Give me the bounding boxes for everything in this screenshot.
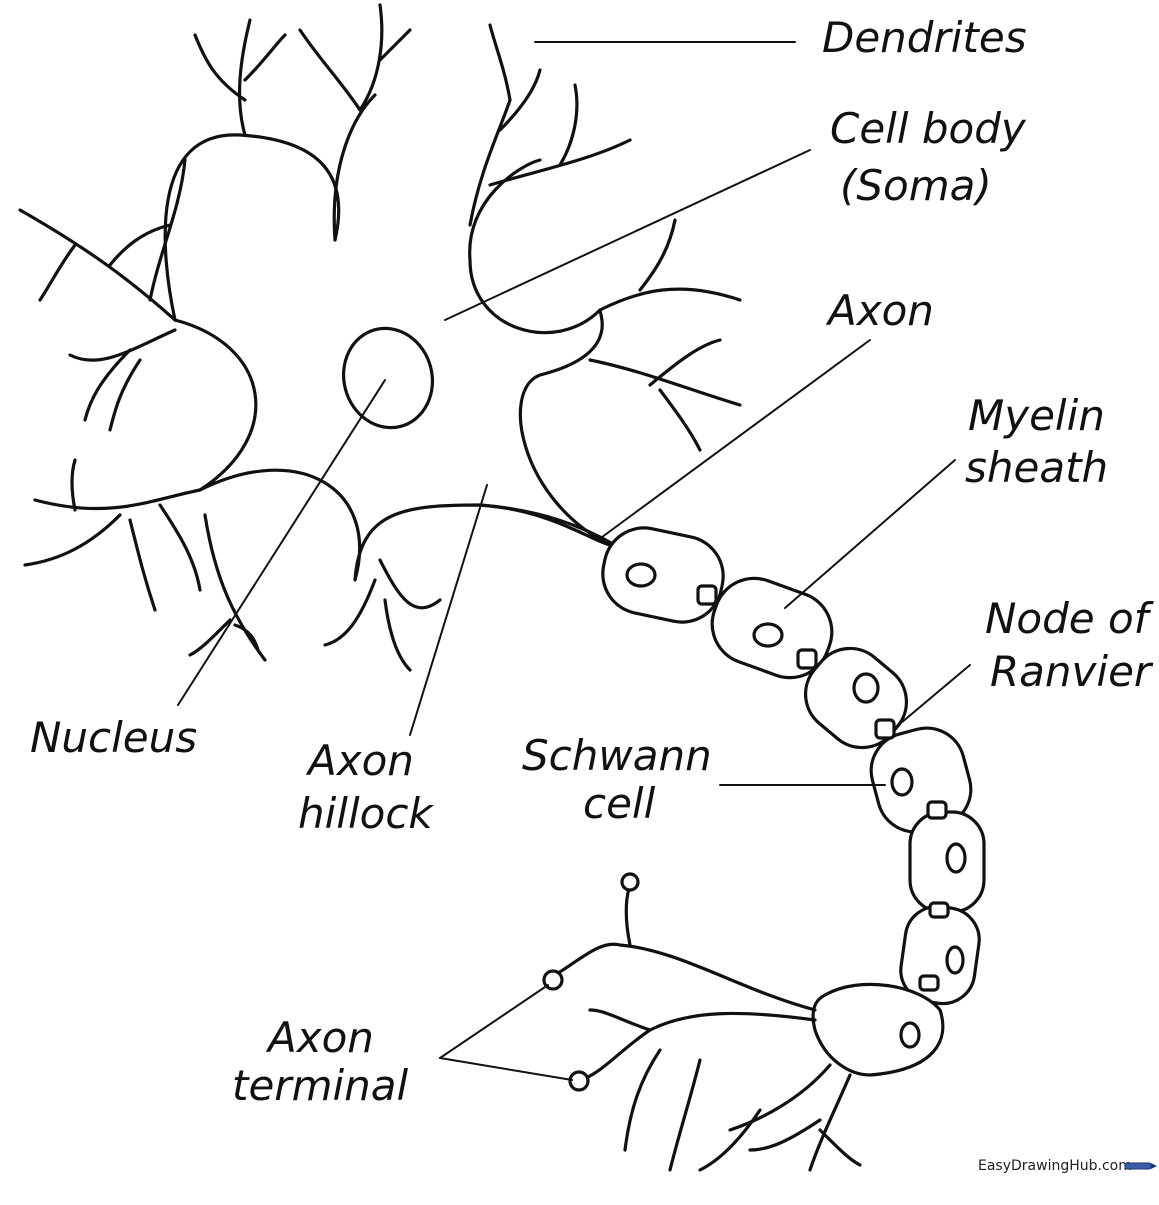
leader-lines [177, 41, 971, 1081]
axon-label: Axon [825, 286, 934, 335]
myelin-segments [601, 526, 986, 1006]
myelin-label: Myelin [968, 391, 1105, 440]
axon-hillock-label-line1: Axon [305, 736, 414, 785]
watermark-text: EasyDrawingHub.com [978, 1158, 1132, 1174]
cell-body-label: Cell body [830, 104, 1027, 153]
axon-terminal-shape [542, 872, 945, 1172]
cell-body-outline [163, 133, 612, 582]
axon-terminal-label-line1: Axon [265, 1013, 374, 1062]
node-of-label: Node of [985, 594, 1155, 643]
pencil-icon [1124, 1162, 1157, 1170]
axon-terminal-label-line2: terminal [232, 1061, 409, 1110]
sheath-label: sheath [965, 443, 1108, 492]
schwann-cell-label: cell [583, 779, 656, 828]
ranvier-label: Ranvier [990, 647, 1154, 696]
dendrite-branches [18, 3, 742, 672]
axon-shaft [478, 503, 617, 547]
nucleus-label: Nucleus [30, 713, 197, 762]
schwann-label: Schwann [522, 731, 712, 780]
dendrites-label: Dendrites [822, 13, 1027, 62]
nucleus-shape [341, 326, 435, 430]
soma-label: (Soma) [840, 161, 992, 210]
axon-hillock-label-line2: hillock [298, 789, 434, 838]
